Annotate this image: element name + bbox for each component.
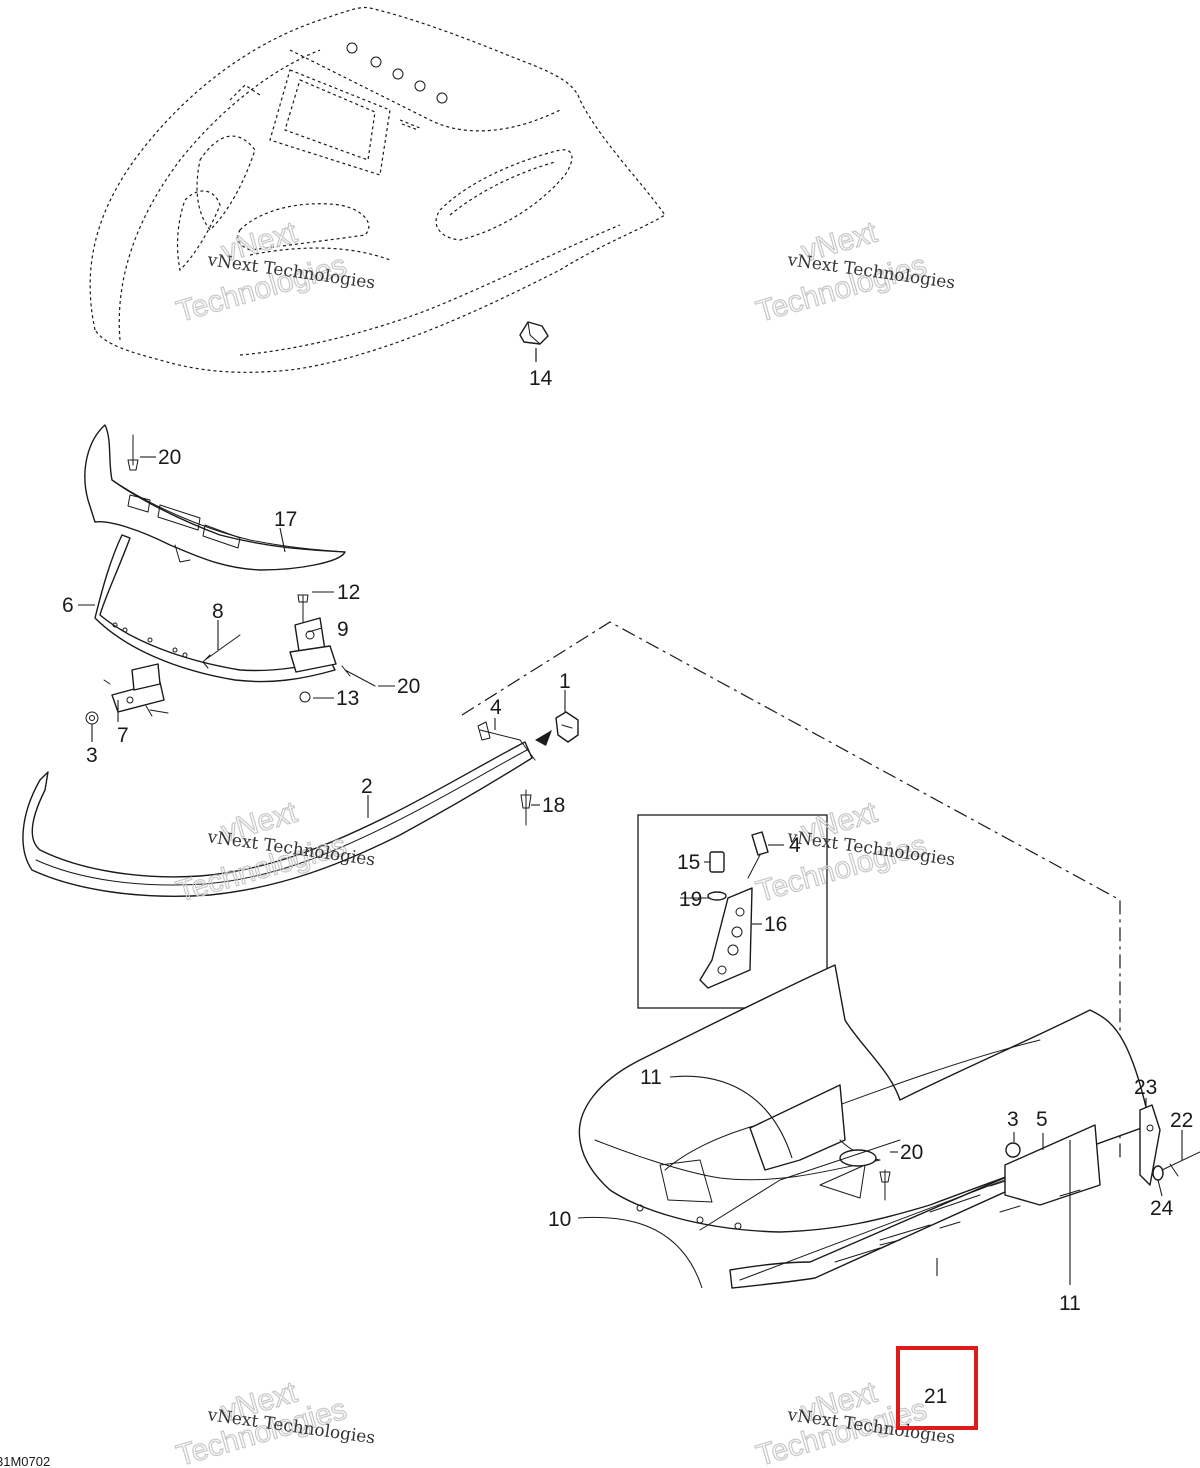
watermark-4: vNext Technologies vNext Technologies [752,795,956,909]
callout-20: 20 [397,675,420,698]
callout-6: 6 [62,594,74,617]
callout-4: 4 [789,834,801,857]
highlight-box [896,1346,978,1430]
watermark-3: vNext Technologies vNext Technologies [172,795,376,909]
lower-bumper [22,739,536,897]
callout-2: 2 [361,775,373,798]
callout-3: 3 [1007,1108,1019,1131]
callout-22: 22 [1170,1109,1193,1132]
callout-7: 7 [117,724,129,747]
callout-labels: 14 20 17 6 8 12 9 20 13 7 3 4 1 2 18 15 … [62,367,1193,1408]
callout-3: 3 [86,744,98,767]
callout-5: 5 [1036,1108,1048,1131]
callout-24: 24 [1150,1197,1174,1220]
bracket-9 [289,617,337,673]
belly-pan [578,964,1151,1289]
callout-11: 11 [640,1066,662,1089]
watermark-1: vNext Technologies vNext Technologies [172,215,376,329]
callout-11: 11 [1059,1292,1081,1315]
callout-8: 8 [212,600,224,623]
phantom-line [461,621,1121,1160]
detail-inset [637,814,828,1009]
callout-21: 21 [924,1385,947,1408]
bracket-7 [111,663,165,713]
rivet-18 [520,789,532,826]
callout-23: 23 [1134,1076,1157,1099]
callout-15: 15 [677,851,700,874]
belly-pan-hardware [879,1104,1200,1201]
bumper-hardware [85,434,376,725]
inset-hardware [699,831,769,989]
arrow-pointer [535,730,552,746]
bolt-4 [477,721,521,741]
callout-19: 19 [679,888,702,911]
callout-9: 9 [337,618,349,641]
figure-reference-code: 31M0702 [0,1454,50,1468]
callout-4: 4 [490,696,502,719]
watermark-2: vNext Technologies vNext Technologies [752,215,956,329]
callout-17: 17 [274,508,297,531]
bumper-clip-1 [555,711,579,743]
hood-clip [519,321,549,345]
callout-10: 10 [548,1208,571,1231]
callout-20: 20 [900,1141,923,1164]
callout-18: 18 [542,794,565,817]
callout-14: 14 [529,367,553,390]
callout-13: 13 [336,687,359,710]
callout-16: 16 [764,913,787,936]
upper-bumper [84,424,346,571]
hood-outline [89,6,666,373]
watermark-5: vNext Technologies vNext Technologies [172,1375,376,1468]
callout-1: 1 [559,670,571,693]
callout-20: 20 [158,446,181,469]
callout-12: 12 [337,581,360,604]
leader-lines [78,348,1183,1289]
